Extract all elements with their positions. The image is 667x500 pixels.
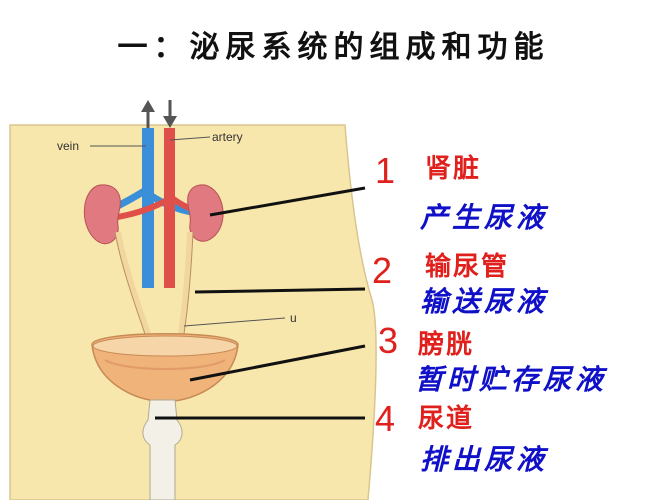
item-1-number: 1 xyxy=(375,150,396,191)
right-kidney xyxy=(187,184,224,242)
page-title: 一：泌尿系统的组成和功能 xyxy=(117,30,550,65)
label-vein: vein xyxy=(57,139,79,153)
label-artery: artery xyxy=(212,130,243,144)
urethra xyxy=(142,399,183,500)
item-2-number: 2 xyxy=(372,250,393,291)
item-1-function: 产生尿液 xyxy=(420,201,549,234)
item-4-number: 4 xyxy=(375,398,396,439)
body-outline xyxy=(9,124,377,500)
item-2-organ: 输尿管 xyxy=(425,252,510,282)
item-4-function: 排出尿液 xyxy=(420,443,549,476)
ureters xyxy=(115,231,193,341)
label-u: u xyxy=(290,311,297,325)
pointer-lines xyxy=(155,186,366,420)
flow-arrows xyxy=(141,100,177,128)
ureter-edges xyxy=(114,231,194,341)
item-2-function: 输送尿液 xyxy=(420,285,549,318)
item-3-number: 3 xyxy=(378,320,399,361)
item-1-organ: 肾脏 xyxy=(425,154,482,184)
item-4-organ: 尿道 xyxy=(418,404,475,434)
item-3-organ: 膀胱 xyxy=(418,330,475,360)
item-3-function: 暂时贮存尿液 xyxy=(415,363,608,396)
left-kidney xyxy=(83,184,121,245)
